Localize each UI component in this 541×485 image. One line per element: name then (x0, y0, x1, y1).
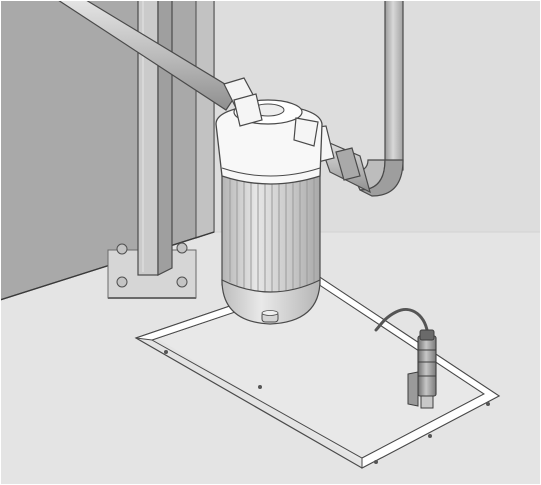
bowl-ribs (229, 172, 315, 293)
tray-frame (135, 275, 500, 469)
filter-outlet-port (293, 117, 319, 147)
filter-dome (221, 279, 321, 325)
bolt (176, 276, 188, 288)
outlet-coupling (335, 147, 361, 181)
bolt (116, 276, 128, 288)
sensor-body (417, 335, 437, 397)
water-sensor (374, 308, 437, 409)
sensor-cable (374, 308, 430, 338)
sensor-tip (420, 395, 434, 409)
outlet-pipe-vertical (384, 0, 404, 171)
bolt (176, 242, 188, 254)
floor-bolts (116, 242, 188, 288)
tray-floor (150, 280, 491, 462)
sensor-cap (419, 329, 435, 341)
bolt (116, 243, 128, 255)
filter-inlet-port (233, 93, 263, 127)
cabinet-side (195, 0, 215, 239)
post-side (157, 0, 173, 276)
sensor-bracket (407, 371, 419, 407)
filter-housing (215, 93, 323, 325)
